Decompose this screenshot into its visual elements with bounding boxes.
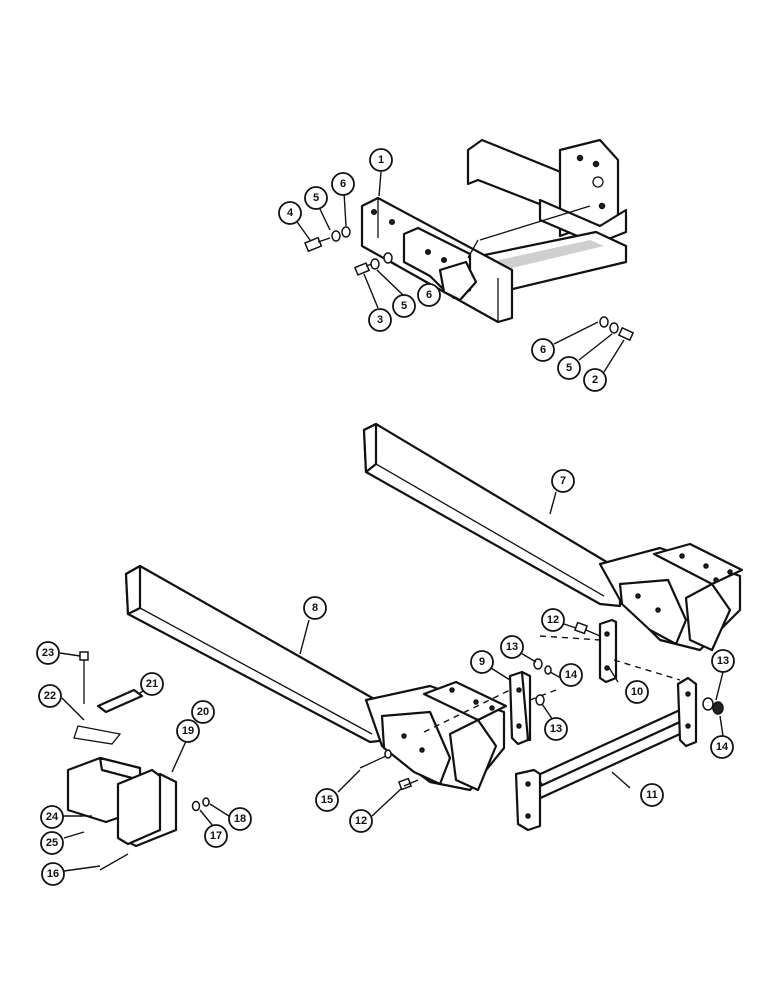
callout-14b: 14 bbox=[710, 735, 734, 759]
callout-5b: 5 bbox=[392, 294, 416, 318]
svg-text:22: 22 bbox=[44, 690, 56, 702]
svg-text:23: 23 bbox=[42, 647, 54, 659]
svg-text:16: 16 bbox=[47, 868, 59, 880]
callout-2: 2 bbox=[583, 368, 607, 392]
svg-text:21: 21 bbox=[146, 678, 158, 690]
svg-text:13: 13 bbox=[550, 723, 562, 735]
callout-5a: 5 bbox=[304, 186, 328, 210]
bracket-10 bbox=[598, 618, 618, 684]
beam-hardware bbox=[359, 621, 724, 791]
svg-text:6: 6 bbox=[426, 289, 432, 301]
callout-15: 15 bbox=[315, 788, 339, 812]
cross-tie-11 bbox=[514, 676, 698, 832]
svg-text:7: 7 bbox=[560, 475, 566, 487]
clamp-assembly bbox=[66, 651, 210, 871]
svg-text:3: 3 bbox=[377, 314, 383, 326]
svg-text:12: 12 bbox=[355, 815, 367, 827]
svg-text:19: 19 bbox=[182, 725, 194, 737]
callout-18: 18 bbox=[228, 807, 252, 831]
svg-text:13: 13 bbox=[717, 655, 729, 667]
callout-1: 1 bbox=[369, 148, 393, 172]
svg-text:25: 25 bbox=[46, 837, 58, 849]
bracket-9 bbox=[508, 670, 532, 746]
callout-19: 19 bbox=[176, 719, 200, 743]
svg-text:4: 4 bbox=[287, 207, 294, 219]
callout-9: 9 bbox=[470, 650, 494, 674]
svg-text:8: 8 bbox=[312, 602, 318, 614]
callout-6b: 6 bbox=[417, 283, 441, 307]
svg-text:14: 14 bbox=[716, 741, 729, 753]
svg-text:1: 1 bbox=[378, 154, 384, 166]
beam-8 bbox=[124, 564, 508, 792]
callout-13b: 13 bbox=[544, 717, 568, 741]
callout-11: 11 bbox=[640, 783, 664, 807]
svg-text:6: 6 bbox=[540, 344, 546, 356]
callout-25: 25 bbox=[40, 831, 64, 855]
callout-14a: 14 bbox=[559, 663, 583, 687]
svg-text:15: 15 bbox=[321, 794, 333, 806]
svg-text:2: 2 bbox=[592, 374, 598, 386]
svg-text:24: 24 bbox=[46, 811, 59, 823]
svg-text:18: 18 bbox=[234, 813, 246, 825]
leader-lines bbox=[59, 171, 724, 872]
callout-6a: 6 bbox=[331, 172, 355, 196]
callout-13a: 13 bbox=[500, 635, 524, 659]
svg-text:20: 20 bbox=[197, 706, 209, 718]
svg-text:5: 5 bbox=[313, 192, 319, 204]
callout-21: 21 bbox=[140, 672, 164, 696]
callout-10: 10 bbox=[625, 680, 649, 704]
frame-assembly bbox=[360, 138, 628, 324]
beam-7 bbox=[362, 422, 744, 652]
svg-text:5: 5 bbox=[566, 362, 572, 374]
svg-text:14: 14 bbox=[565, 669, 578, 681]
frame-hardware bbox=[304, 226, 635, 342]
svg-text:17: 17 bbox=[210, 830, 222, 842]
svg-text:5: 5 bbox=[401, 300, 407, 312]
callout-4: 4 bbox=[278, 201, 302, 225]
callout-22: 22 bbox=[38, 684, 62, 708]
callout-3: 3 bbox=[368, 308, 392, 332]
svg-text:9: 9 bbox=[479, 656, 485, 668]
svg-text:13: 13 bbox=[506, 641, 518, 653]
callout-6c: 6 bbox=[531, 338, 555, 362]
svg-text:10: 10 bbox=[631, 686, 643, 698]
callout-24: 24 bbox=[40, 805, 64, 829]
svg-text:12: 12 bbox=[547, 614, 559, 626]
callout-20: 20 bbox=[191, 700, 215, 724]
svg-text:11: 11 bbox=[646, 789, 658, 801]
callout-5c: 5 bbox=[557, 356, 581, 380]
callout-23: 23 bbox=[36, 641, 60, 665]
callout-17: 17 bbox=[204, 824, 228, 848]
callout-13c: 13 bbox=[711, 649, 735, 673]
callout-12a: 12 bbox=[541, 608, 565, 632]
callout-16: 16 bbox=[41, 862, 65, 886]
callout-12b: 12 bbox=[349, 809, 373, 833]
svg-text:6: 6 bbox=[340, 178, 346, 190]
callout-8: 8 bbox=[303, 596, 327, 620]
callout-7: 7 bbox=[551, 469, 575, 493]
